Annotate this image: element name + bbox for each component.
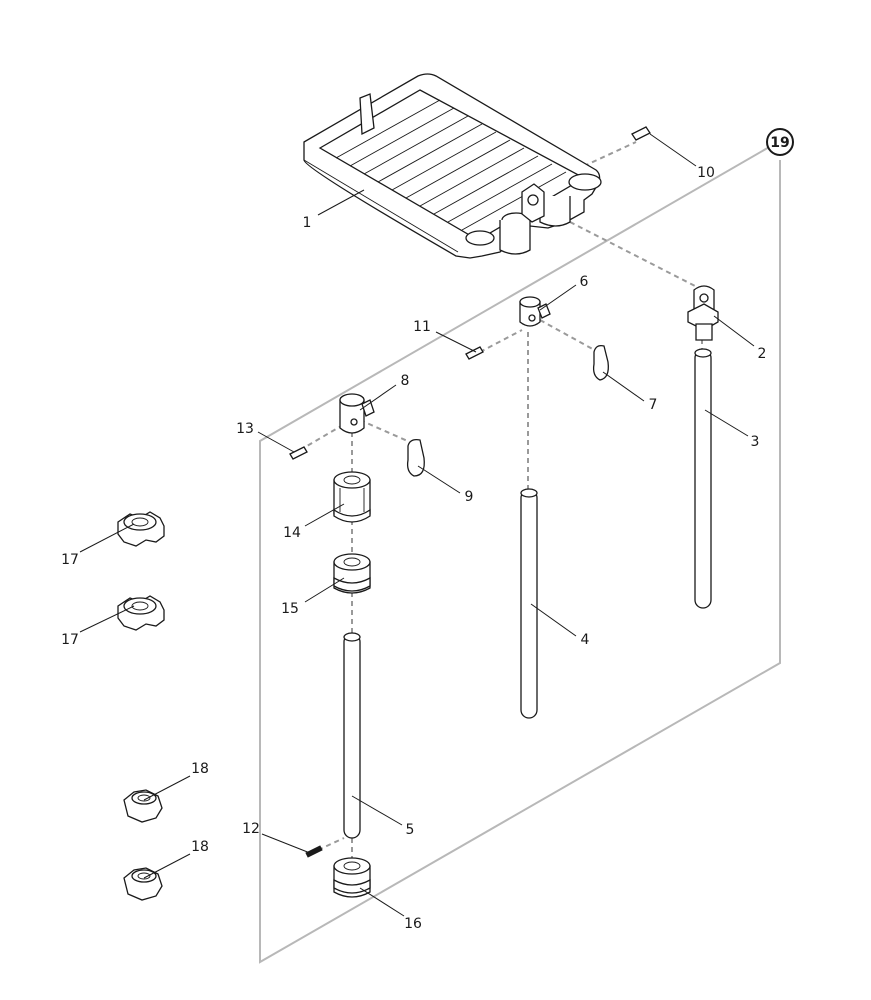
- callout-17a: 17: [61, 552, 79, 568]
- lever-part-9: [406, 438, 425, 477]
- knob-part-18b: [123, 867, 163, 901]
- spool-part-14: [333, 471, 371, 523]
- callout-2: 2: [758, 346, 767, 362]
- callout-3: 3: [751, 434, 760, 450]
- callout-18b: 18: [191, 839, 209, 855]
- tray-part: [303, 73, 602, 259]
- callout-11: 11: [413, 319, 431, 335]
- leader-lines: [79, 133, 755, 917]
- knob-part-18a: [123, 789, 163, 823]
- clamp-part-8: [339, 393, 375, 434]
- tube-part-4: [520, 488, 538, 719]
- assembly-boundary: [259, 145, 781, 964]
- assembly-callout-circle: [766, 128, 794, 156]
- spool-part-15: [333, 553, 371, 594]
- callout-7: 7: [649, 397, 658, 413]
- pin-part-11: [465, 346, 484, 360]
- callout-5: 5: [406, 822, 415, 838]
- callout-14: 14: [283, 525, 301, 541]
- callout-17b: 17: [61, 632, 79, 648]
- callout-4: 4: [581, 632, 590, 648]
- callout-18a: 18: [191, 761, 209, 777]
- pin-part-10: [631, 126, 651, 141]
- bracket-part-2: [687, 285, 719, 341]
- callout-1: 1: [303, 215, 312, 231]
- star-knob-part-17a: [117, 511, 165, 547]
- callout-8: 8: [401, 373, 410, 389]
- lever-part-7: [592, 344, 609, 381]
- pin-part-12: [305, 845, 323, 858]
- callout-15: 15: [281, 601, 299, 617]
- spool-part-16: [333, 857, 371, 898]
- callout-6: 6: [580, 274, 589, 290]
- tube-part-5: [343, 632, 361, 839]
- assembly-guide-lines: [299, 141, 703, 858]
- callout-16: 16: [404, 916, 422, 932]
- callout-9: 9: [465, 489, 474, 505]
- pin-part-13: [289, 446, 308, 460]
- tube-part-3: [694, 348, 712, 609]
- callout-12: 12: [242, 821, 260, 837]
- callout-10: 10: [697, 165, 715, 181]
- star-knob-part-17b: [117, 595, 165, 631]
- callout-labels: 1 2 3 4 5 6 7 8 9 10 11 12 13 14 15 16 1…: [61, 165, 766, 932]
- clamp-part-6: [519, 296, 551, 327]
- callout-19: 19: [770, 135, 789, 151]
- callout-13: 13: [236, 421, 254, 437]
